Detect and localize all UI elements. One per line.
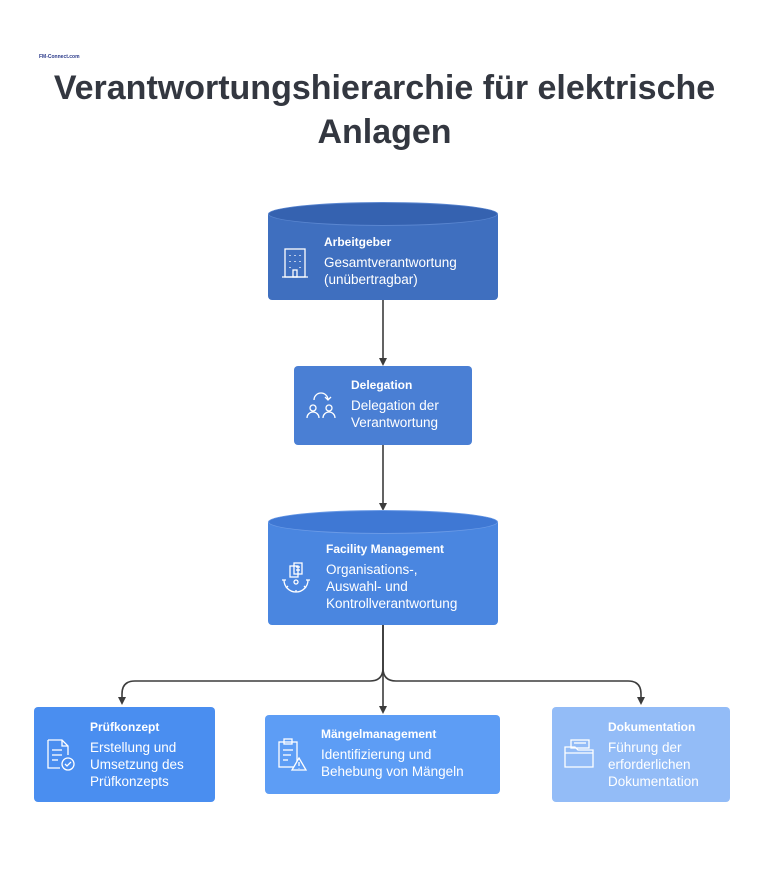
dokumentation-description: Führung der erforderlichen Dokumentation: [608, 740, 699, 789]
node-pruefkonzept: Prüfkonzept Erstellung und Umsetzung des…: [34, 707, 215, 802]
document-check-icon: [44, 737, 78, 778]
facility-heading: Facility Management: [326, 542, 445, 556]
logo-text: FM-Connect.com: [39, 54, 80, 60]
clipboard-warning-icon: [275, 737, 309, 778]
gear-documents-icon: [278, 560, 314, 601]
connector-facility-dokumentation: [382, 625, 645, 705]
pruefkonzept-heading: Prüfkonzept: [90, 720, 160, 734]
pruefkonzept-description: Erstellung und Umsetzung des Prüfkonzept…: [90, 740, 184, 789]
node-arbeitgeber: Arbeitgeber Gesamtverantwortung (unübert…: [268, 202, 498, 300]
page-title: Verantwortungshierarchie für elektrische…: [0, 66, 769, 154]
delegation-description: Delegation der Verantwortung: [351, 398, 439, 430]
maengel-heading: Mängelmanagement: [321, 727, 437, 741]
people-exchange-icon: [304, 388, 338, 427]
arbeitgeber-heading: Arbeitgeber: [324, 235, 392, 249]
node-dokumentation: Dokumentation Führung der erforderlichen…: [552, 707, 730, 802]
node-maengelmanagement: Mängelmanagement Identifizierung und Beh…: [265, 715, 500, 794]
dokumentation-heading: Dokumentation: [608, 720, 696, 734]
building-icon: [280, 246, 310, 285]
maengel-description: Identifizierung und Behebung von Mängeln: [321, 747, 464, 779]
title-line-2: Anlagen: [317, 113, 452, 151]
node-delegation: Delegation Delegation der Verantwortung: [294, 366, 472, 445]
facility-description: Organisations-, Auswahl- und Kontrollver…: [326, 562, 458, 611]
connector-facility-pruefkonzept: [118, 625, 384, 705]
node-facility-management: Facility Management Organisations-, Ausw…: [268, 510, 498, 625]
delegation-heading: Delegation: [351, 378, 413, 392]
title-line-1: Verantwortungshierarchie für elektrische: [53, 69, 716, 107]
logo: FM-Connect.com: [38, 52, 80, 62]
arbeitgeber-description: Gesamtverantwortung (unübertragbar): [324, 255, 457, 287]
folder-icon: [562, 737, 598, 776]
